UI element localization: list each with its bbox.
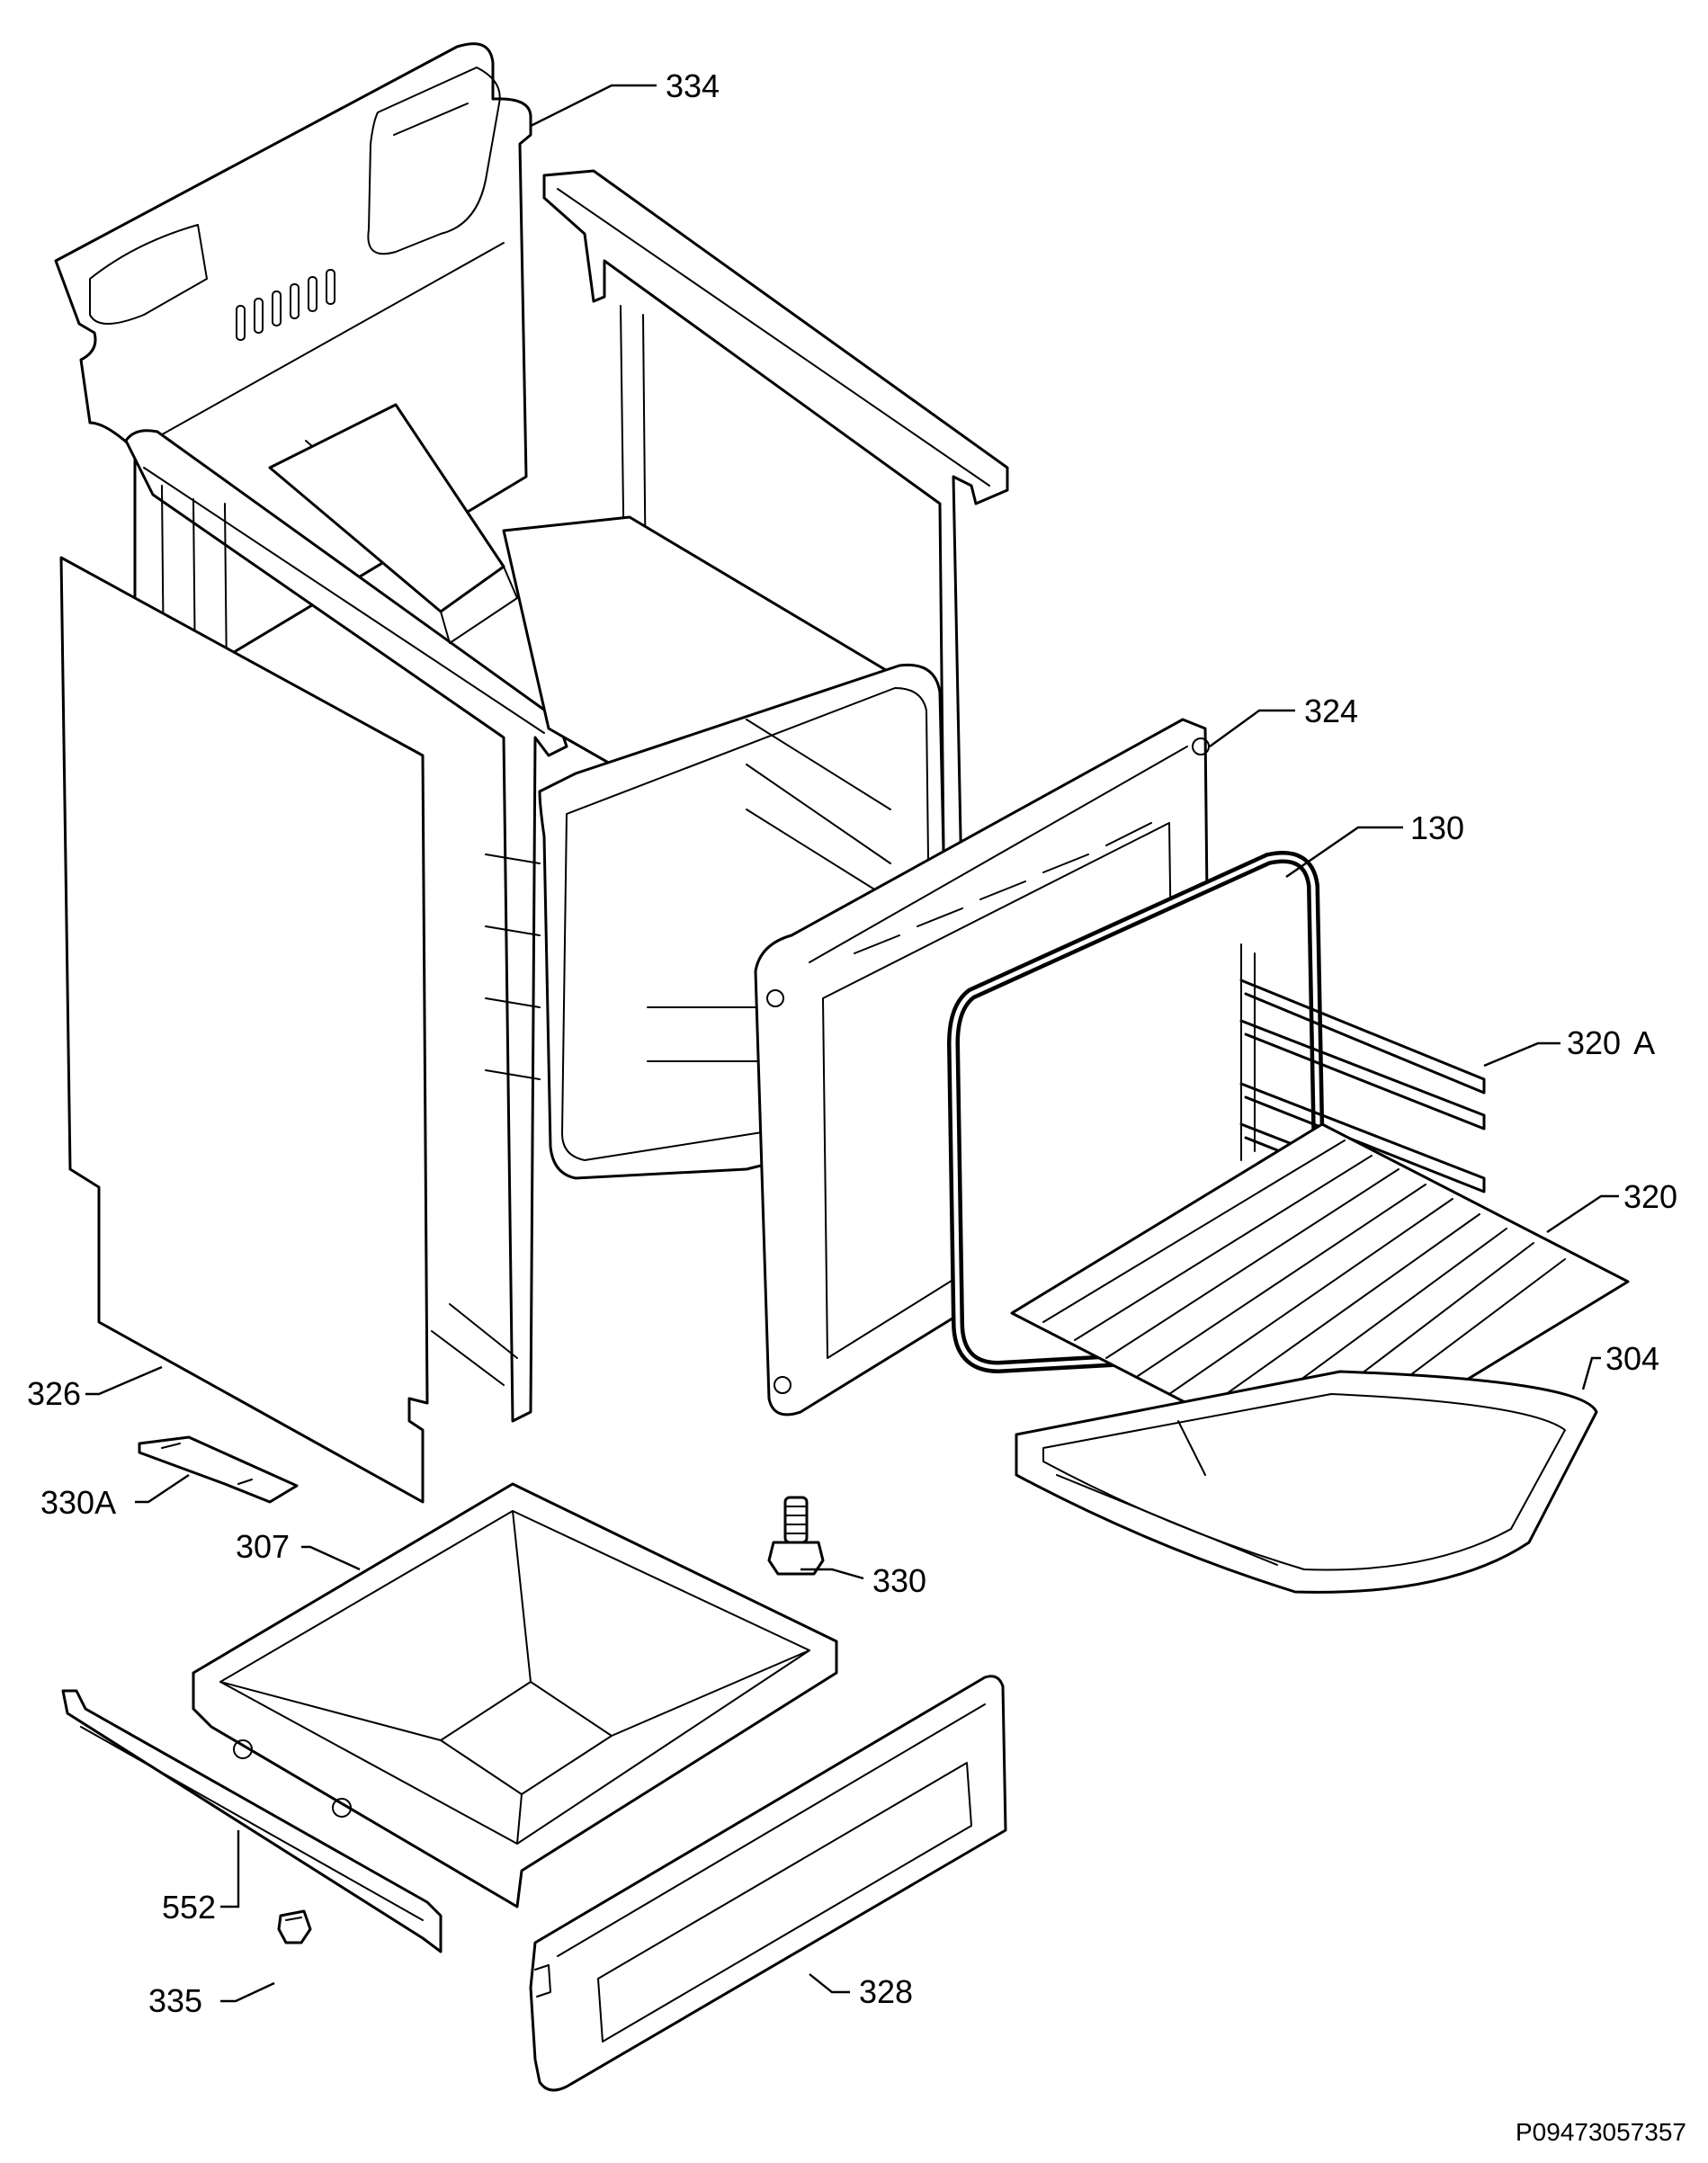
part-label-320: 320 (1623, 1178, 1677, 1215)
baking-tray-icon (1015, 1370, 1598, 1594)
part-label-320a: 320 A (1567, 1024, 1655, 1061)
document-code: P09473057357 (1516, 2118, 1686, 2146)
part-label-320a-number: 320 (1567, 1024, 1621, 1061)
part-label-307: 307 (236, 1528, 290, 1565)
part-label-334: 334 (666, 67, 720, 104)
storage-drawer-icon (192, 1482, 838, 1908)
adjustable-foot-icon (767, 1496, 825, 1576)
screw-icon (277, 1909, 312, 1944)
drawer-front-icon (529, 1675, 1007, 2092)
part-label-328: 328 (859, 1973, 913, 2010)
part-label-335: 335 (148, 1982, 202, 2019)
part-label-304: 304 (1605, 1340, 1659, 1377)
part-label-130: 130 (1410, 809, 1464, 846)
part-label-324: 324 (1304, 693, 1358, 729)
drawer-rail-icon (61, 1689, 443, 1953)
part-labels: 334 324 130 320 A 320 304 326 330A 307 33… (27, 67, 1677, 2019)
part-label-330a: 330A (40, 1484, 116, 1521)
part-label-326: 326 (27, 1375, 81, 1412)
part-label-320a-suffix: A (1633, 1024, 1655, 1061)
shelf-wires (1042, 1140, 1566, 1462)
part-label-330: 330 (872, 1562, 926, 1599)
hinge-bracket-icon (138, 1435, 299, 1504)
side-panel-icon (59, 556, 429, 1504)
leader-lines (85, 84, 1619, 2003)
frame-slots (854, 822, 1152, 954)
part-label-552: 552 (162, 1889, 216, 1926)
vent-slots (236, 269, 335, 341)
